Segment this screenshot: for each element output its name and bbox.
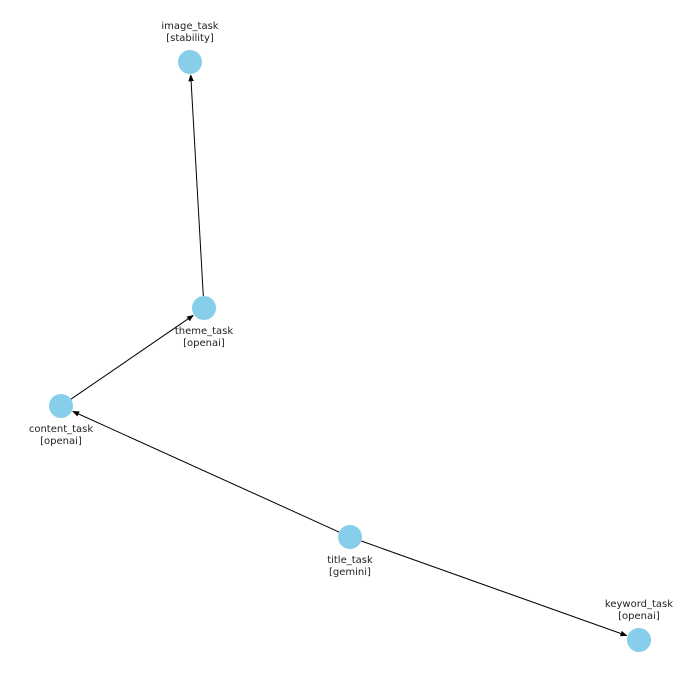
node-label-image_task: image_task[stability] (161, 21, 218, 44)
node-provider: [openai] (183, 338, 225, 349)
node-provider: [gemini] (329, 567, 371, 578)
node-name: title_task (327, 555, 373, 566)
node-theme_task (192, 296, 216, 320)
node-label-content_task: content_task[openai] (29, 424, 94, 447)
node-title_task (338, 525, 362, 549)
node-label-theme_task: theme_task[openai] (175, 326, 234, 349)
node-provider: [stability] (166, 33, 214, 44)
edge-theme_task-to-image_task (188, 74, 204, 297)
node-label-keyword_task: keyword_task[openai] (605, 599, 673, 622)
edge-title_task-to-keyword_task (361, 540, 628, 637)
node-name: content_task (29, 424, 94, 435)
node-label-title_task: title_task[gemini] (327, 555, 373, 578)
node-name: image_task (161, 21, 218, 32)
labels-layer: image_task[stability]theme_task[openai]c… (29, 21, 673, 622)
node-name: keyword_task (605, 599, 673, 610)
node-provider: [openai] (40, 436, 82, 447)
edge-content_task-to-theme_task (70, 314, 194, 400)
node-image_task (178, 50, 202, 74)
nodes-layer (49, 50, 651, 652)
node-keyword_task (627, 628, 651, 652)
edges-layer (70, 74, 628, 637)
edge-title_task-to-content_task (72, 410, 340, 533)
node-name: theme_task (175, 326, 234, 337)
node-provider: [openai] (618, 611, 660, 622)
node-content_task (49, 394, 73, 418)
